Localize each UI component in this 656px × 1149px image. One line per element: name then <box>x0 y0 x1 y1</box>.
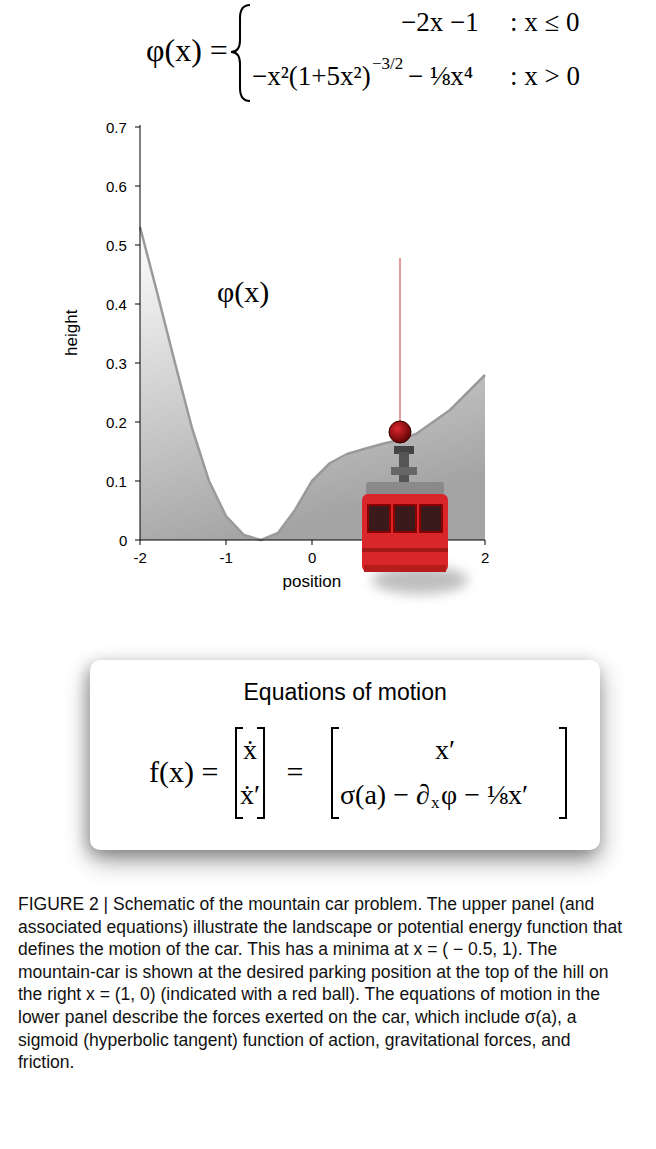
axis-title: height <box>62 310 82 356</box>
tick-label: -2 <box>134 549 147 566</box>
art-part <box>420 505 442 532</box>
art-part <box>391 467 417 475</box>
art-part <box>140 540 141 545</box>
art-part <box>135 127 140 128</box>
art-part <box>366 482 444 496</box>
tick-label: 0 <box>308 549 316 566</box>
art-part <box>135 540 140 541</box>
vector-entry: φ − ⅛x′ <box>441 779 528 811</box>
art-part <box>135 245 140 246</box>
subscript: x <box>431 793 440 813</box>
art-part <box>135 186 140 187</box>
tick-label: 2 <box>481 549 489 566</box>
matrix-bracket <box>236 728 566 818</box>
art-part <box>135 481 140 482</box>
tick-label: 0 <box>119 532 127 549</box>
landscape-fill <box>140 227 485 540</box>
art-part <box>135 304 140 305</box>
art-part <box>312 540 313 545</box>
plot-axes <box>135 125 485 545</box>
tick-label: 0.2 <box>106 414 127 431</box>
target-ball <box>389 421 411 443</box>
art-part <box>364 565 446 572</box>
equation-condition: : x ≤ 0 <box>510 7 580 38</box>
tick-label: -1 <box>220 549 233 566</box>
equation-condition: : x > 0 <box>510 61 580 92</box>
art-part <box>135 363 140 364</box>
equations-panel: Equations of motion f(x) = ẋ ẋ′ = x′σ(a) − ∂x… <box>90 660 600 850</box>
art-part <box>368 505 390 532</box>
tick-label: 0.4 <box>106 296 127 313</box>
art-part <box>485 540 486 545</box>
art-part <box>135 422 140 423</box>
target-line <box>400 258 401 421</box>
tick-label: 0.5 <box>106 237 127 254</box>
curve-label: φ(x) <box>217 275 269 310</box>
equation-term: − ⅛x⁴ <box>408 61 473 92</box>
tick-label: 0.1 <box>106 473 127 490</box>
art-part <box>559 728 566 818</box>
vector-entry: ẋ′ <box>240 779 260 811</box>
potential-curve <box>140 227 485 540</box>
exponent: −3/2 <box>372 54 403 74</box>
curly-brace <box>231 5 250 101</box>
panel-heading: Equations of motion <box>244 679 447 705</box>
equals-sign: = <box>287 755 304 790</box>
equation-lhs: φ(x) = <box>146 32 228 69</box>
equation-term: −x²(1+5x²) <box>252 61 371 92</box>
vector-entry: ẋ <box>243 734 257 766</box>
art-part <box>362 548 448 552</box>
art-part <box>226 540 227 545</box>
cable-car <box>362 446 468 594</box>
tick-label: 0.6 <box>106 178 127 195</box>
axis-title: position <box>283 572 342 592</box>
equation-lhs: f(x) = <box>149 755 218 790</box>
art-part <box>362 494 448 572</box>
art-part <box>140 125 141 540</box>
tick-label: 0.7 <box>106 119 127 136</box>
equation-term: −2x −1 <box>401 7 479 38</box>
figure-caption: FIGURE 2 | Schematic of the mountain car… <box>18 893 630 1074</box>
art-part <box>332 728 339 818</box>
vector-entry: σ(a) − ∂ <box>340 779 430 811</box>
art-part <box>394 505 416 532</box>
vector-entry: x′ <box>435 734 455 766</box>
tick-label: 0.3 <box>106 355 127 372</box>
